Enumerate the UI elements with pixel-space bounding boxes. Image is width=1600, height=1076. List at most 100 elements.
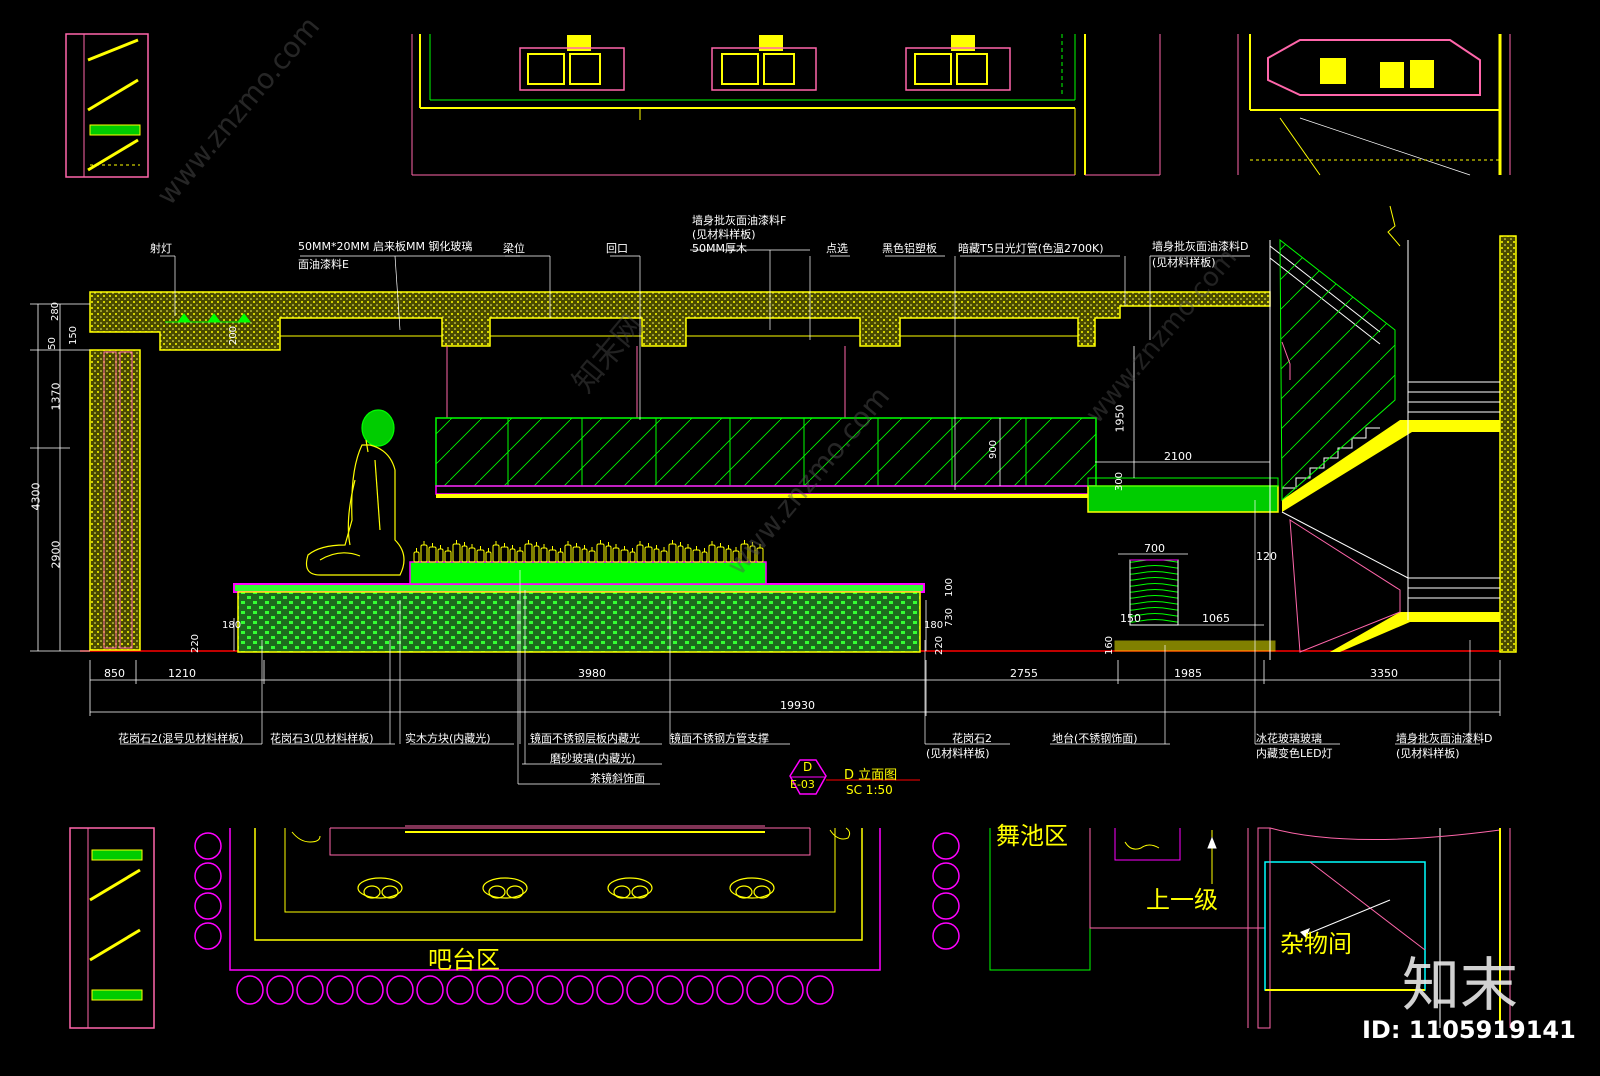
drawing-scale: SC 1:50 (846, 783, 893, 797)
dim-120: 120 (1256, 550, 1277, 563)
bar-stool-plan (356, 975, 384, 1005)
dim-160: 160 (1104, 635, 1116, 656)
bar-stool-plan (656, 975, 684, 1005)
bottle (452, 543, 461, 563)
bottle (509, 548, 516, 563)
bar-stool-plan (506, 975, 534, 1005)
bottle (605, 545, 612, 563)
bar-stool-plan (296, 975, 324, 1005)
drawing-tag-symbol (789, 759, 920, 795)
bottle (524, 543, 533, 563)
dim-v-1370: 1370 (49, 382, 63, 411)
bottle (476, 549, 485, 563)
leader-lines (160, 249, 1250, 490)
lounge-seat-cushion (506, 885, 524, 899)
dim-150: 150 (1120, 612, 1141, 625)
note-beam: 梁位 (503, 242, 525, 255)
main-elevation (30, 205, 1517, 795)
lounge-seat-cushion (381, 885, 399, 899)
bar-stool-plan (194, 832, 222, 860)
bottle (668, 543, 677, 563)
bottle (629, 551, 636, 563)
watermark-id: ID: 1105919141 (1362, 1016, 1576, 1044)
note-wood-block: 实木方块(内藏光) (405, 732, 491, 745)
bar-stool-plan (194, 922, 222, 950)
ceiling-bulkhead (89, 291, 1271, 351)
bottle (533, 545, 540, 563)
bar-stool-plan (932, 832, 960, 860)
bottle (581, 548, 588, 563)
dim-300: 300 (1114, 471, 1126, 492)
plan-fragment-top-middle (411, 34, 1161, 176)
bar-stool-plan (416, 975, 444, 1005)
watermark-logo: 知末 (1402, 951, 1519, 1019)
right-wall (1499, 235, 1517, 653)
note-granite-2-ref: (见材料样板) (926, 747, 990, 760)
dim-3980: 3980 (578, 667, 606, 680)
dim-850: 850 (104, 667, 125, 680)
drawing-tag-bottom: E-03 (790, 778, 815, 791)
bottle (660, 550, 668, 563)
lounge-seat-cushion (488, 885, 506, 899)
bottle (620, 549, 629, 563)
bottle (540, 547, 548, 563)
zone-step-up: 上一级 (1146, 886, 1218, 914)
bottle (564, 544, 572, 563)
bottle (420, 544, 428, 563)
bottle (428, 546, 437, 563)
dimension-lines (30, 303, 1501, 716)
dim-2755: 2755 (1010, 667, 1038, 680)
lounge-seat (729, 877, 775, 899)
note-paint-f-ref: (见材料样板) (692, 228, 756, 241)
lounge-seat-cushion (363, 885, 381, 899)
note-steel-tube: 镜面不锈钢方管支撑 (670, 732, 769, 745)
zone-dance-floor: 舞池区 (996, 822, 1068, 850)
dim-1210: 1210 (168, 667, 196, 680)
bottle (588, 550, 596, 563)
note-granite-2: 花岗石2(混号见材料样板) (118, 732, 244, 745)
bottle (701, 551, 708, 563)
bottle (644, 546, 653, 563)
lounge-seat-cushion (631, 885, 649, 899)
note-paint-e: 面油漆料E (298, 258, 349, 271)
note-frosted-glass: 磨砂玻璃(内藏光) (550, 752, 636, 765)
note-ice-glass: 冰花玻璃玻璃 (1256, 732, 1322, 745)
bottle (468, 547, 476, 563)
bar-stool-plan (932, 892, 960, 920)
note-granite-2-right: 花岗石2 (952, 732, 992, 745)
bar-stool-plan (236, 975, 264, 1005)
note-point: 点选 (826, 242, 848, 255)
plan-fragment-top-left (65, 33, 149, 178)
lounge-seat (482, 877, 528, 899)
zone-storage: 杂物间 (1280, 930, 1352, 958)
bar-counter-body (237, 591, 921, 653)
bar-stool-plan (476, 975, 504, 1005)
bar-stool-plan (194, 892, 222, 920)
note-aluminium: 黑色铝塑板 (882, 242, 937, 255)
dim-3350: 3350 (1370, 667, 1398, 680)
bar-stool (1114, 559, 1276, 652)
bar-stool-plan (932, 922, 960, 950)
lounge-seat (357, 877, 403, 899)
dim-v-280: 280 (50, 301, 62, 322)
statue (305, 409, 405, 576)
note-opening: 回口 (606, 242, 628, 255)
note-wood: 50MM厚木 (692, 242, 747, 255)
note-led: 内藏变色LED灯 (1256, 747, 1333, 760)
dim-100: 100 (944, 577, 956, 598)
note-t5-light: 暗藏T5日光灯管(色温2700K) (958, 242, 1104, 255)
bar-stool-plan (536, 975, 564, 1005)
bar-stool-plan (746, 975, 774, 1005)
bottle (653, 548, 660, 563)
bottle (692, 549, 701, 563)
bottle (500, 546, 509, 563)
bottle (548, 549, 557, 563)
dim-180-right: 180 (924, 620, 944, 631)
bottle (677, 545, 684, 563)
dim-1985: 1985 (1174, 667, 1202, 680)
dim-220-right: 220 (934, 635, 946, 656)
dim-700: 700 (1144, 542, 1165, 555)
bar-stool-plan (194, 862, 222, 890)
